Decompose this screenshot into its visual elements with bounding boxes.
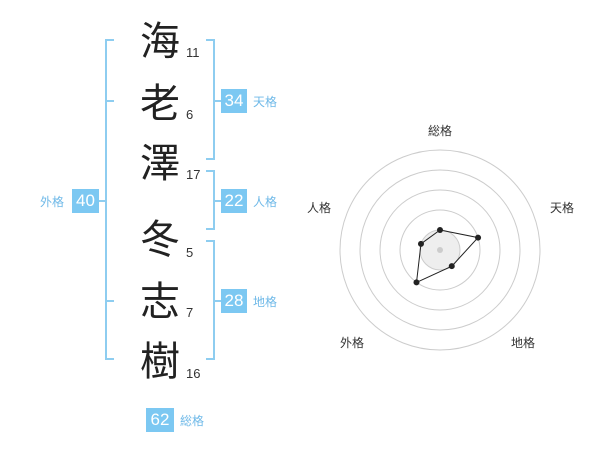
radar-point-gaikaku xyxy=(413,279,420,286)
radar-label-tenkaku: 天格 xyxy=(550,200,574,215)
radar-ring xyxy=(399,209,481,291)
name-char-4: 冬 xyxy=(140,217,180,263)
radar-ring xyxy=(359,169,521,331)
tenkaku-bracket xyxy=(206,39,215,160)
name-char-6: 樹 xyxy=(140,339,180,385)
radar-label-gaikaku: 外格 xyxy=(340,335,364,350)
name-char-5: 志 xyxy=(140,279,180,325)
radar-ring xyxy=(379,189,501,311)
stroke-count-1: 11 xyxy=(186,45,200,60)
radar-label-chikaku: 地格 xyxy=(511,335,535,350)
stroke-count-5: 7 xyxy=(186,305,194,320)
radar-center xyxy=(437,247,443,253)
radar-point-jinkaku xyxy=(417,240,424,247)
gaikaku-bracket xyxy=(105,39,114,360)
chikaku-value: 28 xyxy=(221,289,247,313)
name-char-1: 海 xyxy=(140,19,180,65)
jinkaku-label: 人格 xyxy=(253,195,278,209)
radar-grid xyxy=(339,149,541,351)
gaikaku-value: 40 xyxy=(72,189,99,213)
name-char-2: 老 xyxy=(140,81,180,127)
stroke-count-4: 5 xyxy=(186,245,194,260)
tenkaku-label: 天格 xyxy=(253,95,278,109)
radar-ring xyxy=(339,149,541,351)
radar-label-soukaku: 総格 xyxy=(428,123,452,138)
soukaku-value: 62 xyxy=(146,408,174,432)
radar-label-jinkaku: 人格 xyxy=(307,200,331,215)
name-char-3: 澤 xyxy=(140,141,180,187)
jinkaku-value: 22 xyxy=(221,189,247,213)
soukaku-label: 総格 xyxy=(180,414,205,428)
radar-point-soukaku xyxy=(437,227,443,233)
radar-points xyxy=(413,227,482,286)
chikaku-label: 地格 xyxy=(253,295,278,309)
stroke-count-2: 6 xyxy=(186,107,194,122)
stroke-count-3: 17 xyxy=(186,167,201,182)
gaikaku-label: 外格 xyxy=(40,195,65,209)
tenkaku-value: 34 xyxy=(221,89,247,113)
radar-point-chikaku xyxy=(448,263,455,270)
stroke-count-6: 16 xyxy=(186,366,201,381)
radar-point-tenkaku xyxy=(475,234,482,241)
radar-polygon xyxy=(415,229,479,284)
